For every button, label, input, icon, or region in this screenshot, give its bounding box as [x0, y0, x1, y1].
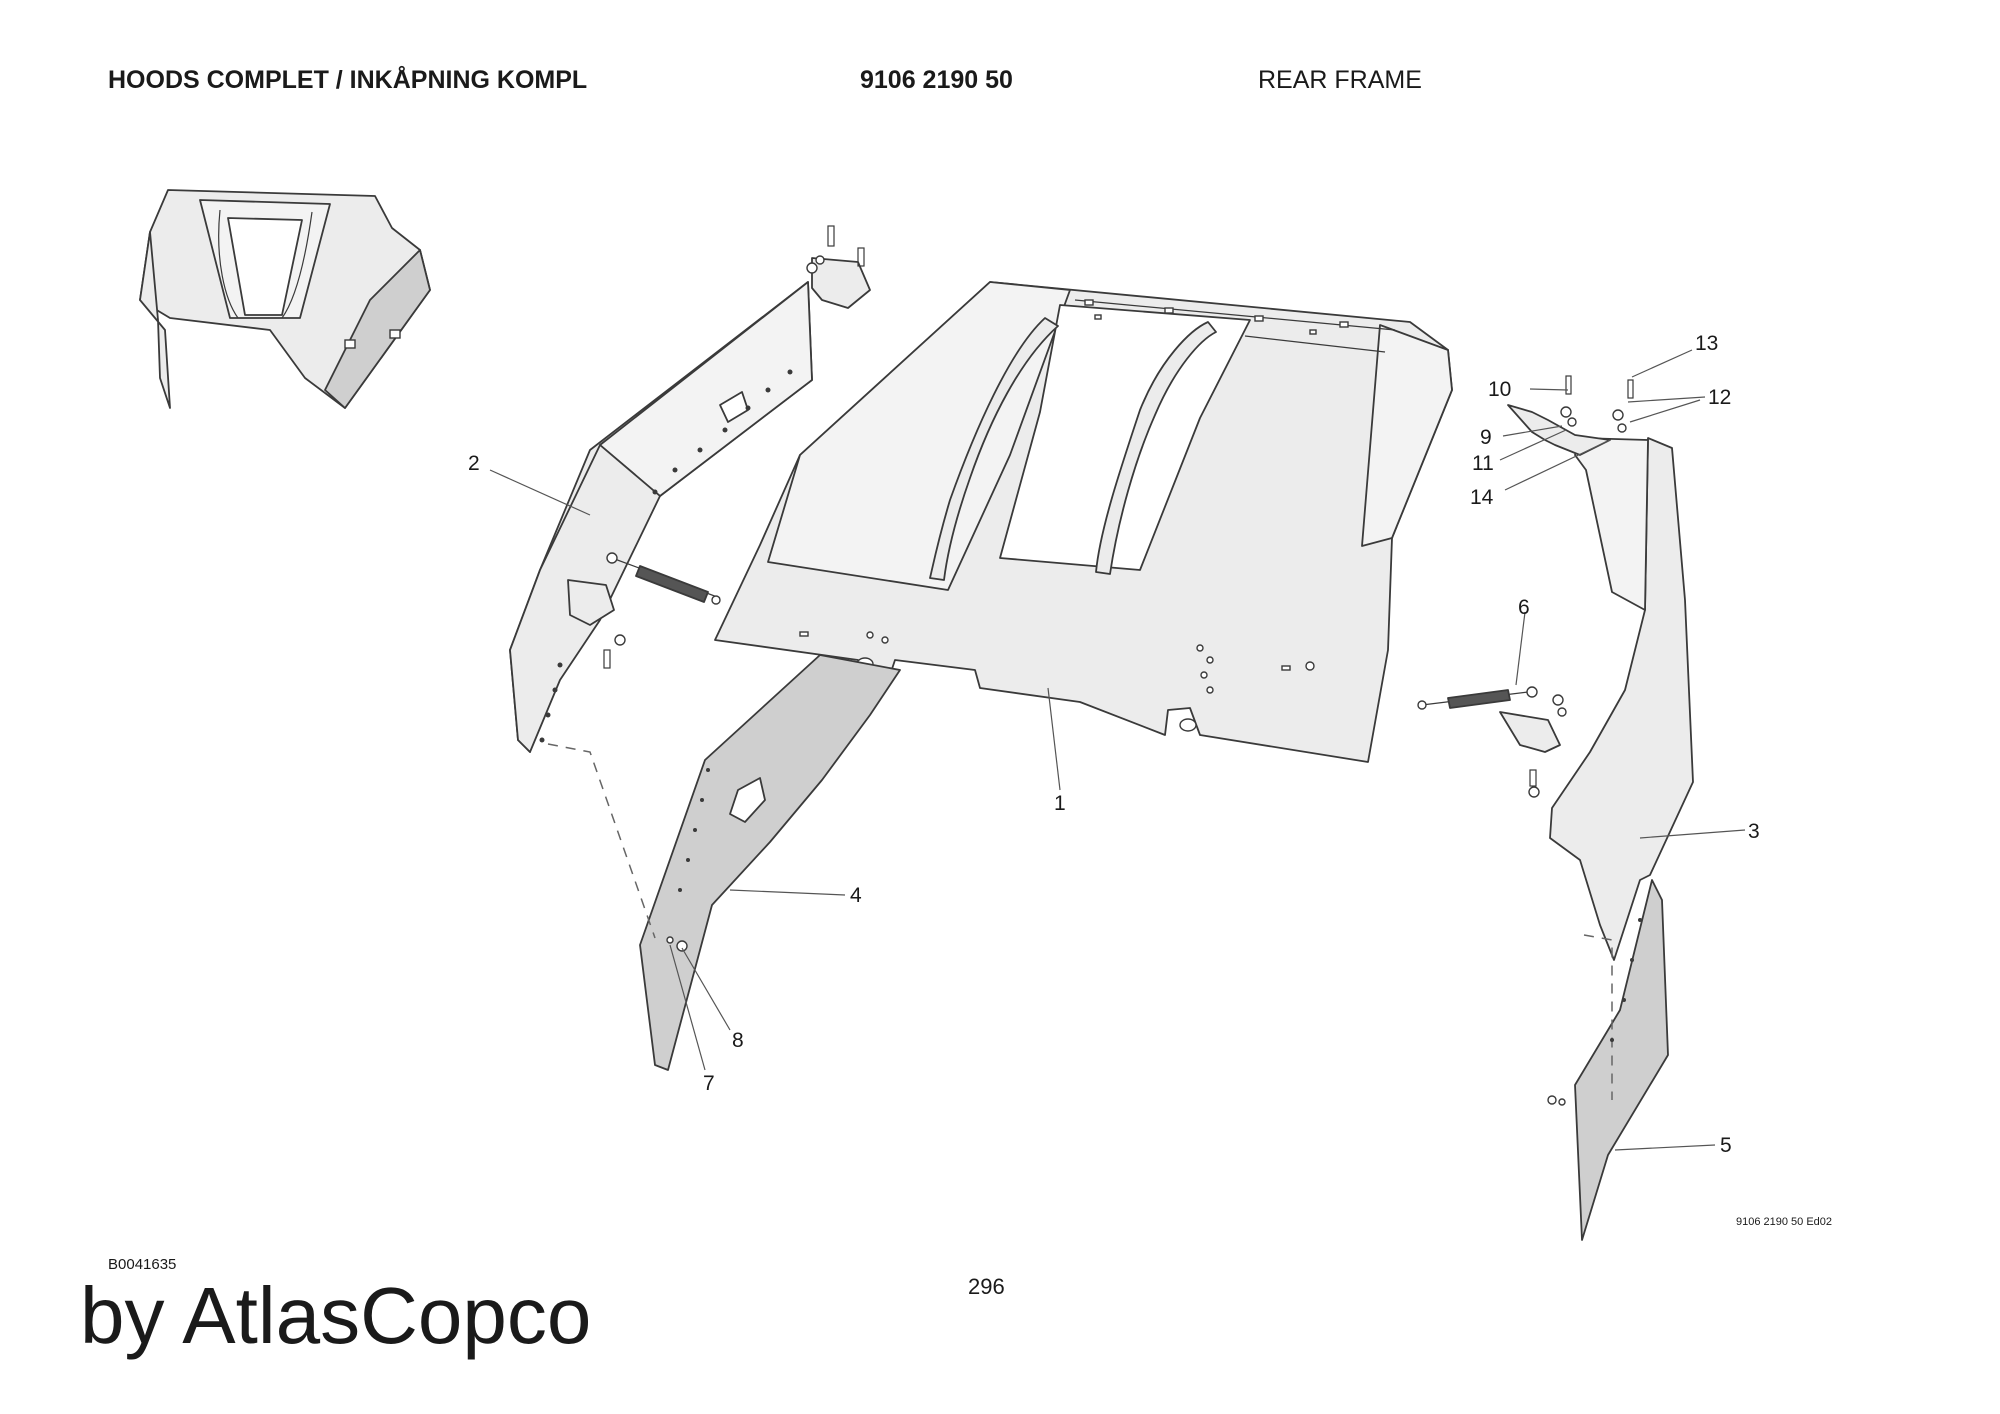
callout-12: 12	[1708, 386, 1731, 409]
callout-14: 14	[1470, 486, 1494, 509]
part-5-right-lower-panel	[1547, 879, 1669, 1241]
callout-13: 13	[1695, 332, 1718, 355]
page-number: 296	[968, 1274, 1005, 1299]
callout-6: 6	[1518, 596, 1530, 619]
gas-strut-right	[1417, 686, 1567, 717]
document-title: HOODS COMPLET / INKÅPNING KOMPL	[108, 66, 588, 94]
section-name: REAR FRAME	[1258, 66, 1422, 94]
brand-watermark: by AtlasCopco	[80, 1271, 592, 1360]
part-3-right-panel	[1499, 375, 1694, 961]
callout-5: 5	[1720, 1134, 1732, 1157]
gas-strut-left	[606, 552, 721, 605]
callout-2: 2	[468, 452, 480, 475]
callout-1: 1	[1054, 792, 1066, 815]
callout-9: 9	[1480, 426, 1492, 449]
leader-lines	[489, 349, 1746, 1151]
part-2-left-panel	[509, 225, 871, 753]
callout-7: 7	[703, 1072, 715, 1095]
callouts: 1 2 3 4 5 6 7 8 9 10 11 12 13 14	[468, 332, 1760, 1157]
part-1-main-hood	[714, 281, 1453, 763]
drawing-reference: 9106 2190 50 Ed02	[1736, 1216, 1833, 1228]
overview-thumbnail	[139, 189, 431, 409]
part-4-left-lower-panel	[547, 654, 901, 1071]
callout-4: 4	[850, 884, 862, 907]
callout-8: 8	[732, 1029, 744, 1052]
drawing-code: B0041635	[108, 1256, 177, 1273]
callout-10: 10	[1488, 378, 1511, 401]
part-number: 9106 2190 50	[860, 66, 1013, 94]
callout-11: 11	[1472, 452, 1494, 475]
callout-3: 3	[1748, 820, 1760, 843]
